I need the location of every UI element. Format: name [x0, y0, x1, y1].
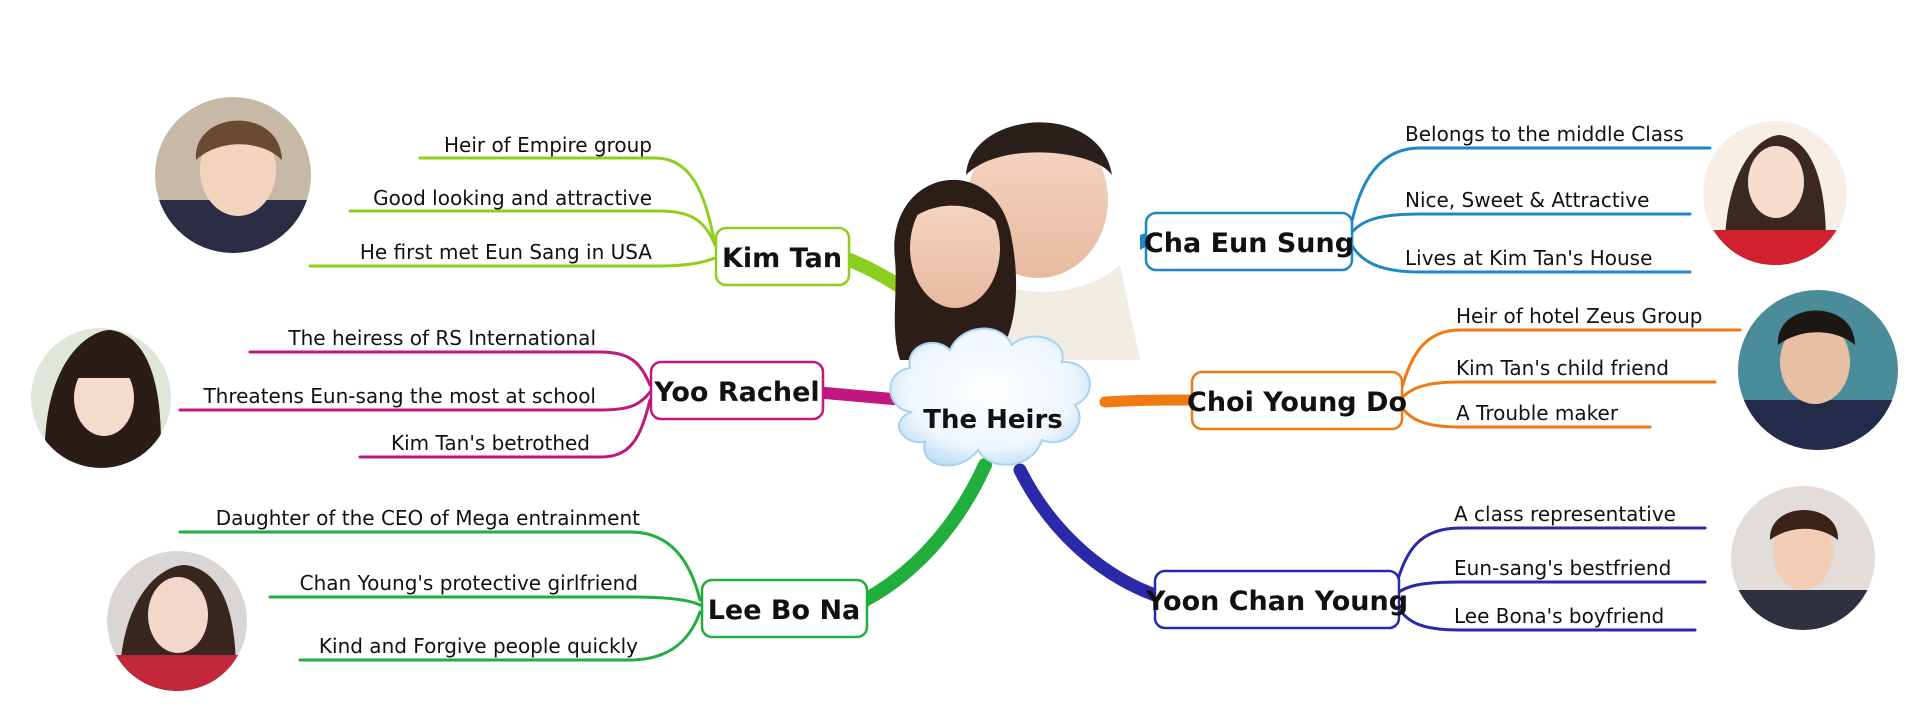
leaf-cha-eun-sung-3: Lives at Kim Tan's House [1405, 246, 1652, 270]
leaf-yoon-chan-young-1: A class representative [1454, 502, 1676, 526]
avatar-lee-bo-na [107, 551, 247, 691]
branch-yoon-chan-young [1013, 463, 1162, 602]
node-cha-eun-sung-label: Cha Eun Sung [1144, 228, 1354, 259]
leaf-choi-young-do-1: Heir of hotel Zeus Group [1456, 304, 1702, 328]
leaf-kim-tan-2: Good looking and attractive [373, 186, 652, 210]
avatar-yoo-rachel [31, 328, 171, 468]
branch-choi-young-do [1099, 394, 1196, 408]
leaf-lines [178, 146, 1742, 662]
leaf-cha-eun-sung-2: Nice, Sweet & Attractive [1405, 188, 1649, 212]
leaf-kim-tan-1: Heir of Empire group [444, 133, 652, 157]
node-choi-young-do-label: Choi Young Do [1187, 387, 1407, 418]
node-kim-tan[interactable]: Kim Tan [714, 226, 851, 287]
leaf-yoon-chan-young-2: Eun-sang's bestfriend [1454, 556, 1671, 580]
leaf-lee-bo-na-1: Daughter of the CEO of Mega entrainment [216, 506, 640, 530]
node-lee-bo-na[interactable]: Lee Bo Na [700, 578, 869, 639]
avatar-yoon-chan-young [1731, 486, 1875, 630]
node-choi-young-do[interactable]: Choi Young Do [1187, 370, 1407, 431]
leaf-kim-tan-3: He first met Eun Sang in USA [360, 240, 652, 264]
leaf-cha-eun-sung-1: Belongs to the middle Class [1405, 122, 1684, 146]
leaf-yoo-rachel-2: Threatens Eun-sang the most at school [202, 384, 596, 408]
avatar-cha-eun-sung [1703, 121, 1847, 265]
center-title: The Heirs [923, 405, 1063, 435]
leaf-lee-bo-na-3: Kind and Forgive people quickly [319, 634, 638, 658]
leaf-labels: Heir of Empire group Good looking and at… [202, 122, 1702, 658]
node-yoon-chan-young[interactable]: Yoon Chan Young [1145, 569, 1408, 630]
node-cha-eun-sung[interactable]: Cha Eun Sung [1144, 211, 1354, 272]
center-couple-photo [894, 110, 1140, 360]
node-yoo-rachel[interactable]: Yoo Rachel [649, 360, 825, 421]
node-lee-bo-na-label: Lee Bo Na [708, 595, 861, 626]
leaf-yoon-chan-young-3: Lee Bona's boyfriend [1454, 604, 1664, 628]
leaf-choi-young-do-3: A Trouble maker [1456, 401, 1619, 425]
leaf-yoo-rachel-1: The heiress of RS International [287, 326, 596, 350]
branch-lee-bo-na [858, 458, 992, 607]
node-yoo-rachel-label: Yoo Rachel [653, 377, 819, 408]
node-yoon-chan-young-label: Yoon Chan Young [1145, 586, 1408, 617]
avatar-choi-young-do [1738, 290, 1898, 450]
leaf-lee-bo-na-2: Chan Young's protective girlfriend [300, 571, 638, 595]
leaf-choi-young-do-2: Kim Tan's child friend [1456, 356, 1669, 380]
avatar-kim-tan [155, 97, 311, 253]
center-cloud[interactable]: The Heirs [889, 327, 1091, 467]
node-kim-tan-label: Kim Tan [722, 243, 842, 274]
leaf-yoo-rachel-3: Kim Tan's betrothed [391, 431, 590, 455]
